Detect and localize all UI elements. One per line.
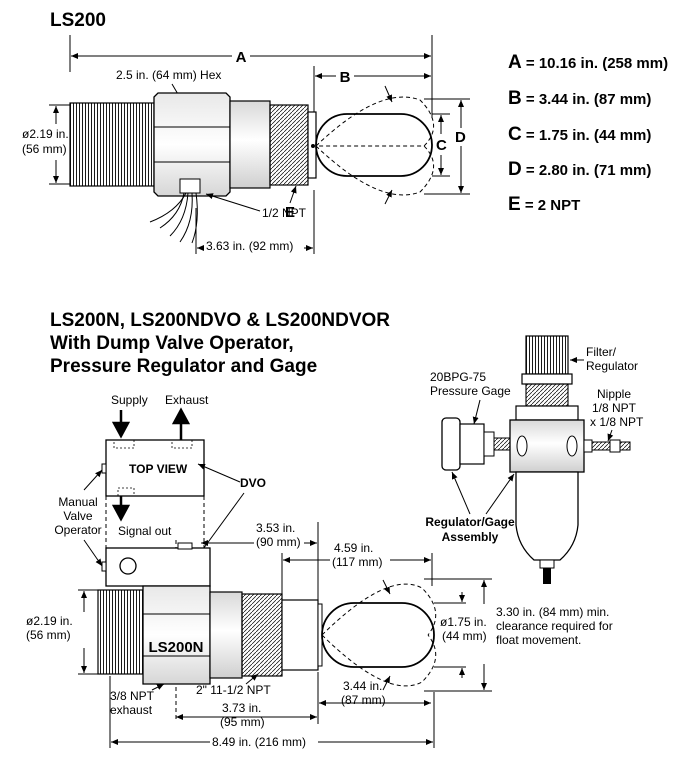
dimension-344: 3.44 in. (87 mm)	[317, 672, 431, 708]
hex-label: 2.5 in. (64 mm) Hex	[116, 68, 221, 82]
body-label: LS200N	[148, 639, 203, 656]
thread-label: 2" 11-1/2 NPT	[196, 683, 271, 697]
float-n	[321, 602, 435, 668]
dimension-373: 3.73 in. (95 mm)	[176, 701, 319, 729]
dimension-363: 3.63 in. (92 mm)	[195, 190, 315, 254]
label-a: A	[236, 49, 247, 66]
manual-label-3: Operator	[54, 523, 101, 537]
bottom-title-2: With Dump Valve Operator,	[50, 333, 294, 354]
supply-label: Supply	[111, 393, 148, 407]
ls200-title: LS200	[50, 10, 106, 31]
clearance-3: float movement.	[496, 633, 581, 647]
label-b: B	[340, 69, 351, 86]
dimension-353: 3.53 in. (90 mm)	[201, 520, 319, 600]
dim-c-row: C = 1.75 in. (44 mm)	[508, 124, 651, 145]
bowl-drain	[543, 568, 551, 584]
clearance-1: 3.30 in. (84 mm) min.	[496, 605, 609, 619]
bottom-title-1: LS200N, LS200NDVO & LS200NDVOR	[50, 310, 390, 331]
nipple-label-2: 1/8 NPT	[592, 401, 637, 415]
clearance-2: clearance required for	[496, 619, 613, 633]
assembly-label-1: Regulator/Gage	[425, 515, 515, 529]
knurled-cap-n	[97, 589, 144, 675]
dimension-b: B	[313, 66, 431, 112]
manual-label-2: Valve	[63, 509, 92, 523]
float-dimensions: ø1.75 in. (44 mm) 3.30 in. (84 mm) min. …	[424, 578, 613, 692]
regulator-gage-assembly	[441, 335, 631, 584]
assembly-label-2: Assembly	[442, 530, 499, 544]
float-dia-in: ø1.75 in.	[440, 615, 487, 629]
npt-label: 1/2 NPT	[262, 206, 307, 220]
threaded-section-n	[241, 593, 283, 677]
hex-body	[153, 92, 231, 197]
top-dia-in: ø2.19 in.	[22, 127, 69, 141]
d373-in: 3.73 in.	[222, 701, 261, 715]
nipple-label-3: x 1/8 NPT	[590, 415, 644, 429]
d459-in: 4.59 in.	[334, 541, 373, 555]
regulator-knob	[525, 335, 569, 375]
gage-label-1: 20BPG-75	[430, 370, 486, 384]
d459-mm: (117 mm)	[332, 555, 382, 569]
bottom-dia-mm: (56 mm)	[26, 628, 71, 642]
float	[315, 113, 433, 177]
d849: 8.49 in. (216 mm)	[212, 735, 306, 749]
exhaust-label: Exhaust	[165, 393, 209, 407]
threaded-section	[269, 104, 309, 186]
dim-d-row: D = 2.80 in. (71 mm)	[508, 159, 651, 180]
dimension-a: A	[69, 35, 433, 118]
supply-arrow	[111, 410, 131, 439]
d353-in: 3.53 in.	[256, 521, 295, 535]
d344-in: 3.44 in.	[343, 679, 382, 693]
float-dia-mm: (44 mm)	[442, 629, 487, 643]
label-e: E	[285, 204, 295, 221]
gage-label-2: Pressure Gage	[430, 384, 511, 398]
pressure-gage	[441, 417, 461, 471]
d353-mm: (90 mm)	[256, 535, 301, 549]
dimensions-c-d: C D	[424, 98, 470, 195]
label-c: C	[436, 137, 447, 154]
dim-e-row: E = 2 NPT	[508, 194, 580, 215]
top-view-box: TOP VIEW	[101, 439, 205, 497]
filter-bowl	[515, 471, 579, 561]
dvo-label: DVO	[240, 476, 266, 490]
dimension-849: 8.49 in. (216 mm)	[109, 676, 435, 749]
npt38-1: 3/8 NPT	[110, 689, 155, 703]
dim-b-row: B = 3.44 in. (87 mm)	[508, 88, 651, 109]
body-sleeve	[229, 100, 271, 189]
signal-out-label: Signal out	[118, 524, 172, 538]
exhaust-arrow	[171, 407, 191, 440]
d373-mm: (95 mm)	[220, 715, 265, 729]
label-d: D	[455, 129, 466, 146]
nipple-label-1: Nipple	[597, 387, 631, 401]
ls200-switch-body	[69, 85, 434, 244]
dimension-459: 4.59 in. (117 mm)	[281, 540, 433, 596]
top-view-label: TOP VIEW	[129, 462, 188, 476]
bottom-diameter-dimension: ø2.19 in. (56 mm)	[26, 589, 98, 675]
npt38-2: exhaust	[110, 703, 153, 717]
bottom-title-3: Pressure Regulator and Gage	[50, 356, 317, 377]
len-label: 3.63 in. (92 mm)	[206, 239, 293, 253]
filter-label-2: Regulator	[586, 359, 638, 373]
top-dia-mm: (56 mm)	[22, 142, 67, 156]
dim-a-row: A = 10.16 in. (258 mm)	[508, 52, 668, 73]
knurled-cap	[69, 102, 155, 187]
dimension-key-list: A = 10.16 in. (258 mm) B = 3.44 in. (87 …	[508, 52, 668, 215]
manual-label-1: Manual	[58, 495, 97, 509]
ls200n-assembly: LS200N	[97, 542, 437, 691]
hex-body-n	[142, 585, 211, 685]
d344-mm: (87 mm)	[341, 693, 386, 707]
filter-label-1: Filter/	[586, 345, 617, 359]
top-diameter-dimension: ø2.19 in. (56 mm)	[22, 104, 70, 185]
bottom-dia-in: ø2.19 in.	[26, 614, 73, 628]
signal-arrow	[111, 496, 131, 522]
